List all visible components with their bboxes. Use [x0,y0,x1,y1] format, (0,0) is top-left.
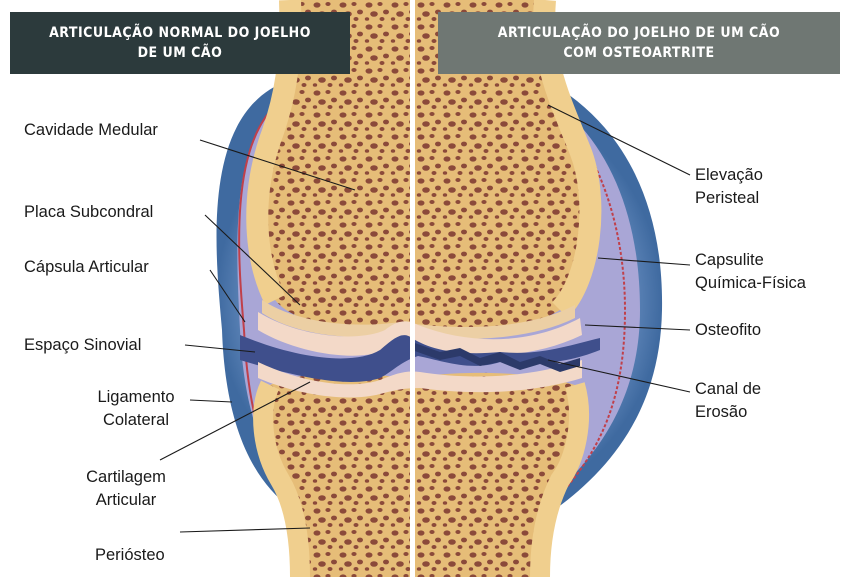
label-cartilagem-articular: Cartilagem Articular [70,466,182,512]
center-divider [410,0,415,577]
header-osteoarthritis-joint: ARTICULAÇÃO DO JOELHO DE UM CÃO COM OSTE… [438,12,840,74]
label-capsulite: Capsulite Química-Física [695,249,806,295]
header-normal-joint: ARTICULAÇÃO NORMAL DO JOELHO DE UM CÃO [10,12,350,74]
label-elevacao-peristeal: Elevação Peristeal [695,164,763,210]
header-osteoarthritis-joint-text: ARTICULAÇÃO DO JOELHO DE UM CÃO COM OSTE… [498,23,780,63]
header-normal-joint-text: ARTICULAÇÃO NORMAL DO JOELHO DE UM CÃO [49,23,311,63]
label-canal-erosao: Canal de Erosão [695,378,761,424]
label-osteofito: Osteofito [695,319,761,342]
label-periosteo: Periósteo [95,544,165,567]
label-capsula-articular: Cápsula Articular [24,256,149,279]
label-ligamento-colateral: Ligamento Colateral [80,386,192,432]
label-placa-subcondral: Placa Subcondral [24,201,153,224]
label-espaco-sinovial: Espaço Sinovial [24,334,141,357]
label-cavidade-medular: Cavidade Medular [24,119,158,142]
